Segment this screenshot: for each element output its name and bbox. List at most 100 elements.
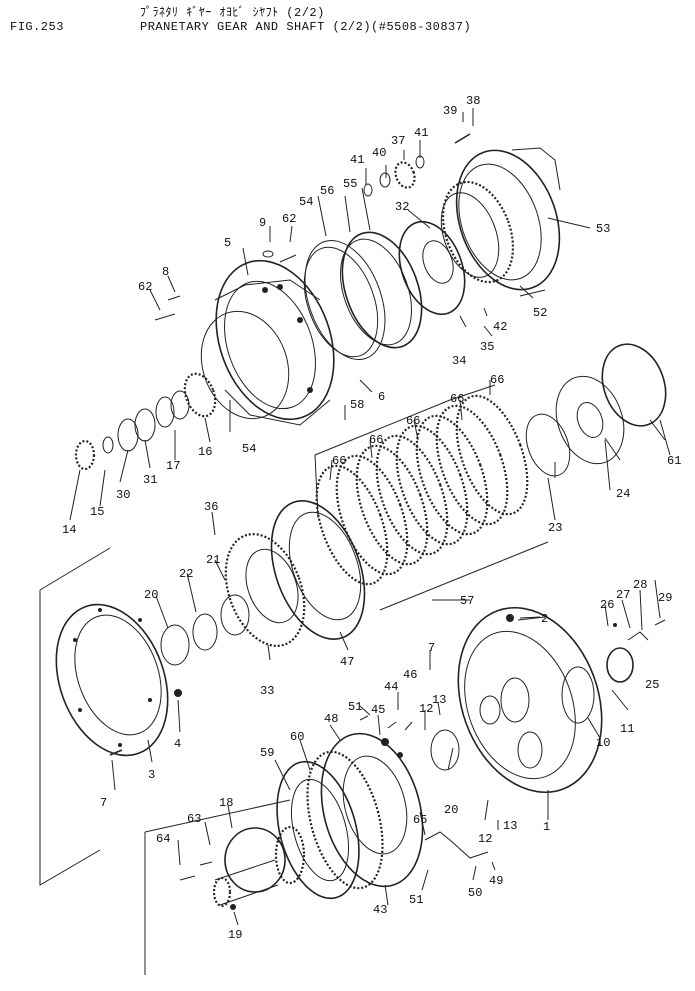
seal-rings-55-56 — [303, 231, 423, 361]
callout-20: 20 — [144, 588, 158, 602]
callout-37: 37 — [391, 134, 405, 148]
callout-63: 63 — [187, 812, 201, 826]
callout-20: 20 — [444, 803, 458, 817]
callout-38: 38 — [466, 94, 480, 108]
callout-35: 35 — [480, 340, 494, 354]
callout-34: 34 — [452, 354, 466, 368]
callout-51: 51 — [409, 893, 423, 907]
callout-33: 33 — [260, 684, 274, 698]
callout-66: 66 — [369, 433, 383, 447]
clutch-pack — [314, 384, 549, 611]
callout-43: 43 — [373, 903, 387, 917]
figure-number: FIG.253 — [10, 20, 64, 34]
callout-61: 61 — [667, 454, 681, 468]
carrier-plate-32 — [398, 220, 466, 316]
callout-66: 66 — [406, 414, 420, 428]
callout-15: 15 — [90, 505, 104, 519]
callout-12: 12 — [419, 702, 433, 716]
callout-28: 28 — [633, 578, 647, 592]
callout-48: 48 — [324, 712, 338, 726]
callout-12: 12 — [478, 832, 492, 846]
brake-housing-top — [440, 147, 561, 297]
callout-5: 5 — [224, 236, 231, 250]
callout-49: 49 — [489, 874, 503, 888]
callout-46: 46 — [403, 668, 417, 682]
callout-41: 41 — [414, 126, 428, 140]
callout-31: 31 — [143, 473, 157, 487]
callout-40: 40 — [372, 146, 386, 160]
callout-26: 26 — [600, 598, 614, 612]
leader-lines — [69, 108, 671, 926]
output-shaft-18 — [144, 799, 306, 975]
callout-22: 22 — [179, 567, 193, 581]
rings-right-23-24-61 — [525, 343, 667, 478]
plates-59-60 — [276, 750, 384, 900]
callout-19: 19 — [228, 928, 242, 942]
callout-18: 18 — [219, 796, 233, 810]
callout-3: 3 — [148, 768, 155, 782]
callout-45: 45 — [371, 703, 385, 717]
callout-55: 55 — [343, 177, 357, 191]
callout-7: 7 — [428, 641, 435, 655]
diagram-title: PRANETARY GEAR AND SHAFT (2/2)(#5508-308… — [140, 20, 472, 34]
callout-56: 56 — [320, 184, 334, 198]
piston-47 — [270, 500, 366, 640]
callout-9: 9 — [259, 216, 266, 230]
callout-1: 1 — [543, 820, 550, 834]
callout-51: 51 — [348, 700, 362, 714]
callout-10: 10 — [596, 736, 610, 750]
callout-7: 7 — [100, 796, 107, 810]
callout-59: 59 — [260, 746, 274, 760]
callout-57: 57 — [460, 594, 474, 608]
callout-32: 32 — [395, 200, 409, 214]
callout-14: 14 — [62, 523, 76, 537]
callout-66: 66 — [490, 373, 504, 387]
housing-3 — [39, 547, 182, 886]
callout-17: 17 — [166, 459, 180, 473]
callout-52: 52 — [533, 306, 547, 320]
callout-62: 62 — [138, 280, 152, 294]
callout-64: 64 — [156, 832, 170, 846]
callout-16: 16 — [198, 445, 212, 459]
title-japanese: ﾌﾟﾗﾈﾀﾘ ｷﾞﾔｰ ｵﾖﾋﾞ ｼﾔﾌﾄ (2/2) — [140, 6, 325, 20]
case-1 — [430, 606, 634, 794]
carrier-43 — [320, 715, 489, 888]
callout-66: 66 — [332, 454, 346, 468]
planet-gear-37 — [363, 133, 471, 197]
callout-11: 11 — [620, 722, 634, 736]
callout-29: 29 — [658, 591, 672, 605]
callout-47: 47 — [340, 655, 354, 669]
callout-39: 39 — [443, 104, 457, 118]
callout-60: 60 — [290, 730, 304, 744]
callout-6: 6 — [378, 390, 385, 404]
callout-4: 4 — [174, 737, 181, 751]
callout-54: 54 — [299, 195, 313, 209]
callout-2: 2 — [541, 612, 548, 626]
callout-13: 13 — [503, 819, 517, 833]
callout-54: 54 — [242, 442, 256, 456]
callout-21: 21 — [206, 553, 220, 567]
callout-65: 65 — [413, 813, 427, 827]
callout-13: 13 — [432, 693, 446, 707]
callout-42: 42 — [493, 320, 507, 334]
ring-gear-33 — [220, 533, 306, 647]
callout-66: 66 — [450, 392, 464, 406]
callout-30: 30 — [116, 488, 130, 502]
small-parts-upper-left — [74, 250, 297, 471]
callout-44: 44 — [384, 680, 398, 694]
callout-8: 8 — [162, 265, 169, 279]
carrier-5 — [200, 259, 335, 426]
callout-25: 25 — [645, 678, 659, 692]
callout-27: 27 — [616, 588, 630, 602]
callout-58: 58 — [350, 398, 364, 412]
callout-62: 62 — [282, 212, 296, 226]
small-rings-20-22 — [160, 613, 218, 666]
callout-50: 50 — [468, 886, 482, 900]
callout-53: 53 — [596, 222, 610, 236]
small-parts-25-29 — [613, 619, 666, 641]
callout-41: 41 — [350, 153, 364, 167]
callout-24: 24 — [616, 487, 630, 501]
callout-23: 23 — [548, 521, 562, 535]
callout-labels: 38 39 37 41 40 41 55 56 54 32 53 52 42 3… — [62, 94, 681, 942]
